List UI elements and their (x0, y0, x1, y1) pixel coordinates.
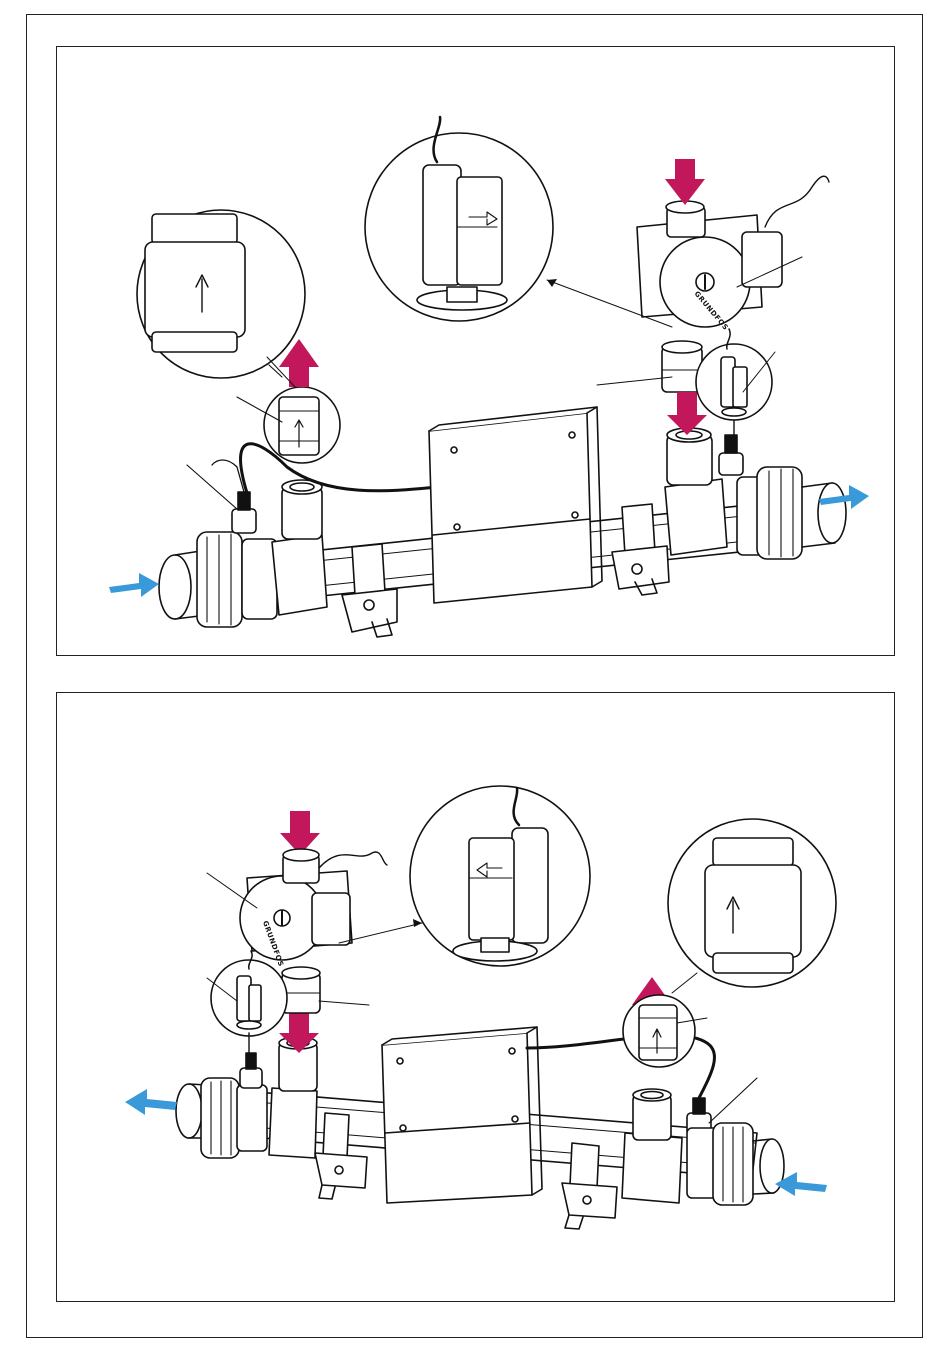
flow-switch-small-right (696, 329, 775, 435)
flow-switch-left (240, 1053, 262, 1088)
control-box-icon (429, 407, 602, 603)
flow-out-arrow (125, 1089, 177, 1115)
diagram-panel-bottom: GRUNDFOS (56, 692, 895, 1302)
inlet-union-left (159, 532, 277, 627)
outlet-union-left (176, 1078, 267, 1158)
circulation-pump-icon: GRUNDFOS (637, 176, 829, 332)
sensor-cable (241, 444, 437, 493)
flow-switch-right (719, 435, 743, 475)
check-valve-icon (137, 210, 305, 378)
pump-direction-arrow-down-top (665, 159, 705, 205)
flow-switch-left (187, 460, 256, 533)
left-tee-fitting (272, 480, 327, 615)
flow-switch-icon (365, 117, 553, 321)
diagram-panel-top: GRUNDFOS (56, 46, 895, 656)
left-tee-fitting (269, 1037, 317, 1158)
outlet-union-right (737, 467, 846, 559)
check-valve-small-left (237, 387, 340, 463)
inlet-union-right (687, 1123, 784, 1205)
adaptor-nipple (597, 341, 702, 392)
check-valve-icon (668, 819, 836, 987)
check-valve-small-right (623, 973, 707, 1067)
adaptor-nipple (282, 967, 369, 1013)
flow-in-arrow (109, 573, 159, 597)
flow-switch-small-left (207, 951, 287, 1053)
right-tee-fitting (665, 428, 727, 555)
control-box-icon (382, 1027, 542, 1203)
flow-switch-icon (410, 786, 590, 966)
right-tee-fitting (622, 1089, 682, 1203)
circulation-pump-icon: GRUNDFOS (207, 849, 387, 968)
